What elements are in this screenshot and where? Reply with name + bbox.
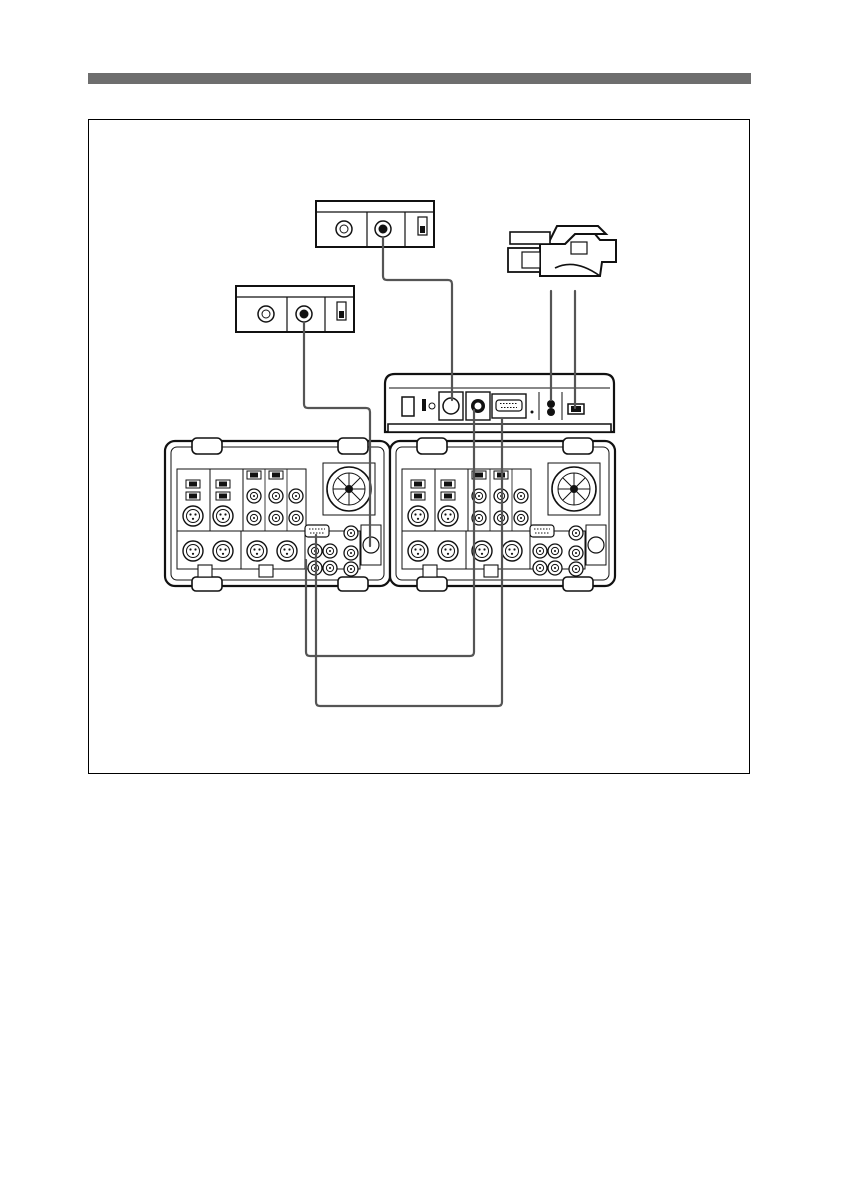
video-camera [508, 226, 616, 276]
monitor-connector-panel-lower [236, 286, 354, 332]
adaptor-unit [385, 374, 614, 432]
vtr-left [165, 438, 390, 591]
monitor-connector-panel-upper [316, 201, 434, 247]
